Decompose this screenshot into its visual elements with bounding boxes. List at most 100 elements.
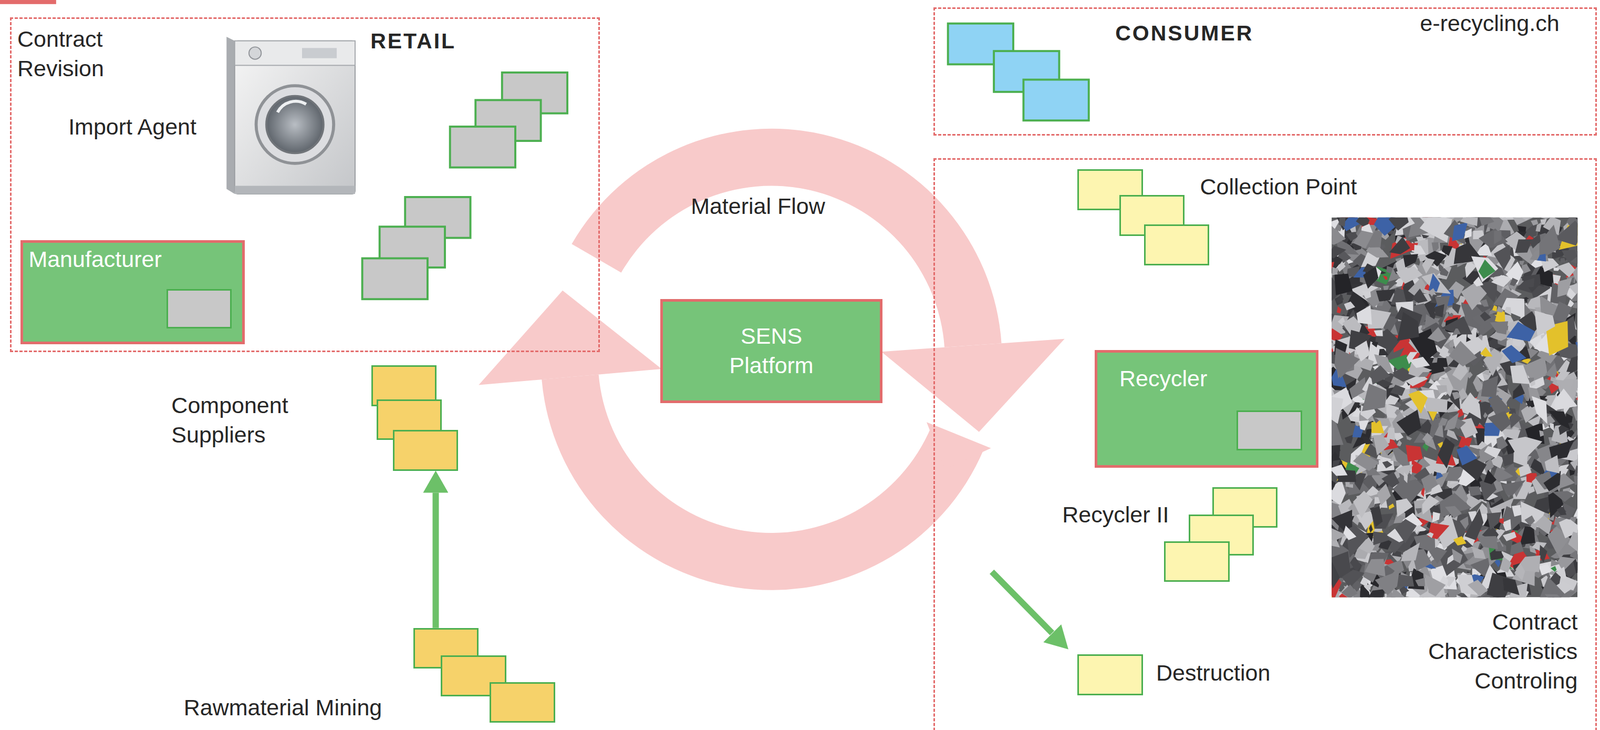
shred-piece bbox=[1396, 439, 1402, 446]
shred-piece bbox=[1501, 344, 1527, 363]
shred-piece bbox=[1483, 469, 1497, 484]
shred-piece bbox=[1539, 430, 1544, 437]
shred-piece bbox=[1464, 507, 1484, 540]
shred-piece bbox=[1531, 396, 1548, 424]
shred-piece bbox=[1344, 434, 1354, 444]
shred-piece bbox=[1386, 427, 1396, 440]
shred-piece bbox=[1373, 434, 1389, 455]
node-label: Component Suppliers bbox=[171, 390, 315, 450]
green-arrow bbox=[991, 571, 1069, 650]
node-label: SENS Platform bbox=[710, 321, 833, 381]
shred-piece bbox=[1356, 305, 1373, 325]
card-stack bbox=[362, 196, 471, 299]
shred-piece bbox=[1344, 301, 1356, 311]
shred-piece bbox=[1569, 433, 1578, 451]
flow-arc bbox=[541, 374, 984, 590]
shred-piece bbox=[1376, 289, 1396, 302]
shred-piece bbox=[1535, 221, 1542, 232]
shred-piece bbox=[1421, 494, 1439, 515]
shred-piece bbox=[1361, 223, 1374, 233]
shred-piece bbox=[1438, 417, 1448, 426]
shred-piece bbox=[1560, 257, 1566, 264]
shred-piece bbox=[1396, 409, 1422, 436]
shred-piece bbox=[1336, 306, 1342, 314]
shred-piece bbox=[1512, 383, 1525, 400]
shred-piece bbox=[1429, 546, 1448, 564]
process-box: Manufacturer bbox=[20, 240, 245, 345]
shred-piece bbox=[1501, 297, 1525, 319]
shred-piece bbox=[1390, 384, 1406, 396]
shred-piece bbox=[1331, 594, 1333, 597]
shred-piece bbox=[1451, 391, 1461, 400]
shred-piece bbox=[1331, 245, 1347, 259]
shred-piece bbox=[1358, 536, 1376, 554]
shred-piece bbox=[1552, 300, 1573, 322]
shred-piece bbox=[1418, 371, 1430, 377]
shred-piece bbox=[1530, 219, 1539, 226]
shred-piece bbox=[1451, 222, 1468, 242]
shred-piece bbox=[1428, 273, 1440, 292]
shred-piece bbox=[1331, 342, 1335, 349]
shred-piece bbox=[1514, 562, 1525, 580]
shred-piece bbox=[1406, 435, 1412, 441]
shredded-material-photo bbox=[1331, 217, 1578, 598]
flow-label: Material Flow bbox=[690, 191, 826, 222]
shred-piece bbox=[1468, 485, 1482, 496]
node-label: Contract Revision bbox=[17, 24, 130, 84]
shred-piece bbox=[1519, 526, 1535, 545]
gray-card bbox=[166, 288, 232, 329]
stack-card bbox=[1023, 79, 1089, 121]
shred-piece bbox=[1405, 444, 1423, 462]
shred-piece bbox=[1381, 471, 1400, 488]
stack-card bbox=[489, 681, 555, 723]
shred-piece bbox=[1420, 472, 1438, 493]
shred-piece bbox=[1567, 531, 1578, 554]
shred-piece bbox=[1331, 222, 1346, 245]
shred-piece bbox=[1573, 475, 1578, 485]
shred-piece bbox=[1427, 326, 1447, 342]
shred-piece bbox=[1360, 435, 1374, 445]
shred-piece bbox=[1484, 445, 1502, 459]
shred-piece bbox=[1364, 583, 1371, 590]
region-heading: CONSUMER bbox=[1115, 20, 1254, 47]
shred-piece bbox=[1576, 404, 1578, 414]
shred-piece bbox=[1388, 217, 1409, 231]
card-stack: Component Suppliers bbox=[371, 365, 459, 471]
washing-machine-part bbox=[256, 85, 335, 164]
shred-piece bbox=[1352, 407, 1361, 418]
node-label: Recycler bbox=[1119, 365, 1208, 393]
shred-piece bbox=[1382, 275, 1388, 280]
shred-piece bbox=[1404, 471, 1408, 483]
shred-piece bbox=[1331, 479, 1336, 490]
shred-piece bbox=[1555, 370, 1571, 381]
shred-piece bbox=[1496, 305, 1504, 313]
shred-piece bbox=[1479, 217, 1495, 226]
shred-piece bbox=[1482, 369, 1490, 376]
shred-piece bbox=[1539, 544, 1548, 563]
shred-piece bbox=[1334, 347, 1361, 379]
shred-piece bbox=[1362, 588, 1386, 598]
shred-piece bbox=[1362, 291, 1371, 299]
photo-ground bbox=[1331, 217, 1578, 598]
shred-piece bbox=[1369, 505, 1383, 527]
shred-piece bbox=[1544, 362, 1557, 379]
shred-piece bbox=[1421, 257, 1435, 274]
shred-piece bbox=[1477, 334, 1483, 341]
shred-piece bbox=[1377, 483, 1391, 506]
node-label: Import Agent bbox=[68, 113, 197, 141]
dashed-region: CONSUMER e-recycling.ch bbox=[933, 7, 1597, 137]
shred-piece bbox=[1370, 365, 1391, 385]
washing-machine-part bbox=[266, 96, 324, 154]
shred-piece bbox=[1483, 411, 1489, 419]
shred-piece bbox=[1448, 312, 1454, 317]
shred-piece bbox=[1509, 277, 1519, 286]
shred-piece bbox=[1331, 561, 1340, 589]
shred-piece bbox=[1362, 383, 1387, 412]
card-stack: Destruction bbox=[1077, 653, 1143, 695]
node-label: e-recycling.ch bbox=[1419, 9, 1560, 38]
shred-piece bbox=[1487, 410, 1512, 432]
stack-card bbox=[450, 126, 516, 168]
shred-piece bbox=[1331, 479, 1346, 506]
card-stack bbox=[948, 23, 1089, 121]
